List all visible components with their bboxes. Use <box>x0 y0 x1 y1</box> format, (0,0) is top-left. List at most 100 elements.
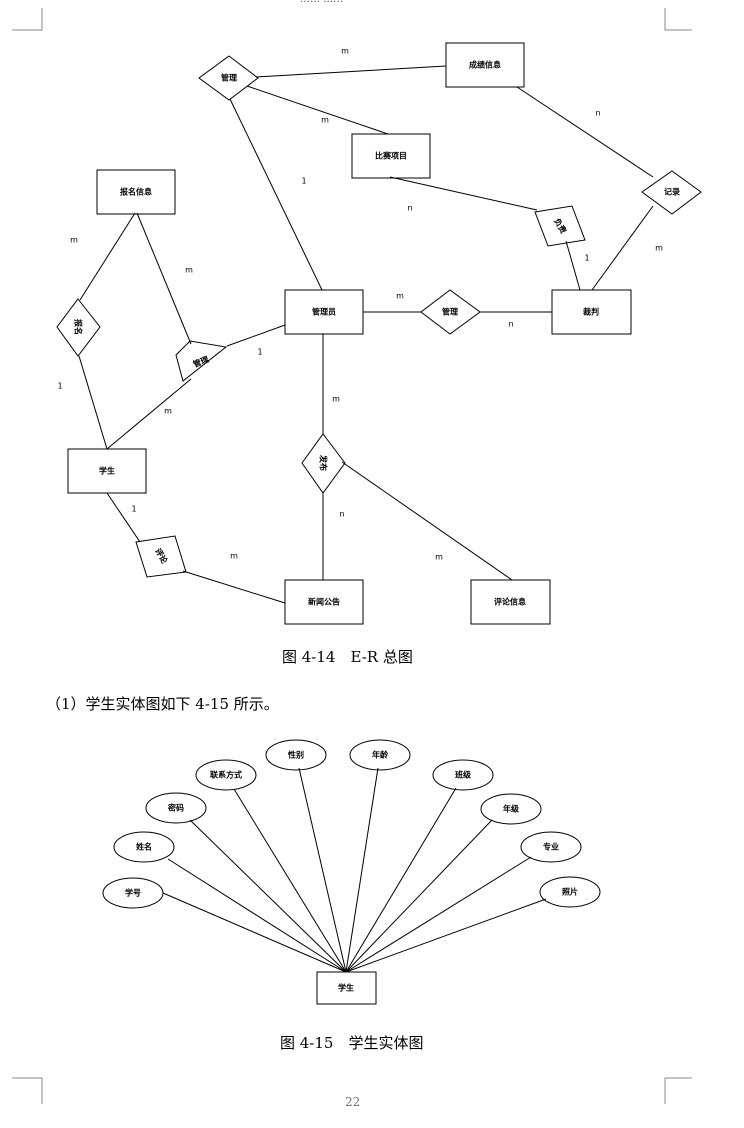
er-line <box>182 570 286 604</box>
diamond-manage-mid <box>420 289 481 335</box>
entity-registration-info: 报名信息 <box>120 187 152 197</box>
student-entity-diagram <box>102 739 601 1005</box>
er-diagram <box>56 42 702 625</box>
cardinality-label: m <box>396 292 404 301</box>
er-line <box>516 86 654 178</box>
attr-age: 年龄 <box>372 750 389 760</box>
entity-referee: 裁判 <box>583 307 599 317</box>
cardinality-label: m <box>185 266 193 275</box>
attr-line <box>167 858 347 973</box>
cardinality-label: 1 <box>257 348 262 357</box>
entity-box-comment-info <box>470 579 551 625</box>
er-line <box>226 324 286 347</box>
student-entity-label: 学生 <box>338 983 354 993</box>
cardinality-label: n <box>508 320 513 329</box>
er-line <box>79 212 136 301</box>
attr-gender: 性别 <box>288 750 304 760</box>
cardinality-label: 1 <box>57 382 62 391</box>
body-paragraph: （1）学生实体图如下 4-15 所示。 <box>46 695 279 713</box>
attr-ellipse-age <box>349 739 411 771</box>
entity-administrator: 管理员 <box>312 307 336 317</box>
er-line <box>136 212 192 345</box>
entity-box-score-info <box>445 42 525 88</box>
er-line <box>341 461 513 581</box>
cardinality-label: 1 <box>131 505 136 514</box>
entity-comment-info: 评论信息 <box>494 597 526 607</box>
crop-mark-bottom-right <box>664 1077 692 1104</box>
diamond-register <box>56 298 101 357</box>
cardinality-label: m <box>321 116 329 125</box>
rel-comment: 评论 <box>153 546 170 566</box>
attr-ellipse-password <box>145 792 207 824</box>
rel-publish: 发布 <box>319 454 329 471</box>
attr-grade: 年级 <box>503 804 520 814</box>
cardinality-label: n <box>595 109 600 118</box>
diamond-responsible <box>534 205 586 247</box>
attr-line <box>162 892 347 973</box>
er-line <box>78 355 108 450</box>
attr-line <box>345 767 379 973</box>
crop-mark-bottom-left <box>12 1077 43 1104</box>
entity-box-registration-info <box>96 169 176 215</box>
attr-contact: 联系方式 <box>210 770 242 780</box>
rel-responsible: 负责 <box>552 216 569 235</box>
attr-ellipse-student-no <box>102 877 164 909</box>
figure-caption-4-14: 图 4-14 E-R 总图 <box>282 648 413 666</box>
figure-caption-4-15: 图 4-15 学生实体图 <box>280 1034 424 1052</box>
page-number: 22 <box>345 1095 361 1109</box>
attr-ellipse-contact <box>195 759 257 791</box>
entity-competition-item: 比赛项目 <box>375 151 407 161</box>
rel-manage-mid: 管理 <box>442 307 458 317</box>
attr-line <box>345 787 457 973</box>
attr-ellipse-class <box>432 759 494 791</box>
er-line <box>389 176 538 211</box>
attr-line <box>233 788 347 973</box>
attr-line <box>345 856 532 973</box>
er-line <box>591 205 654 291</box>
cardinality-label: m <box>230 552 238 561</box>
attr-major: 专业 <box>543 842 559 852</box>
attr-line <box>298 767 347 973</box>
er-line <box>229 98 323 291</box>
er-line <box>246 85 389 135</box>
er-line <box>106 378 192 450</box>
student-entity-box <box>316 971 377 1005</box>
attr-class: 班级 <box>455 770 472 780</box>
entity-news: 新闻公告 <box>308 597 340 607</box>
rel-manage-left: 管理 <box>192 354 211 369</box>
entity-score-info: 成绩信息 <box>469 60 501 70</box>
attr-line <box>345 819 493 973</box>
attr-ellipse-name <box>113 831 175 863</box>
er-line <box>565 240 581 291</box>
crop-marks <box>12 8 692 1104</box>
cardinality-label: m <box>164 407 172 416</box>
rel-register: 报名 <box>74 319 84 335</box>
attr-password: 密码 <box>167 803 184 813</box>
crop-mark-top-right <box>664 8 692 31</box>
header-fragment: …… …… <box>300 0 343 5</box>
cardinality-label: 1 <box>301 177 306 186</box>
attr-line <box>345 898 547 973</box>
rel-manage-top: 管理 <box>221 73 237 83</box>
diamond-publish <box>301 433 346 494</box>
crop-mark-top-left <box>12 8 43 31</box>
cardinality-label: n <box>407 204 412 213</box>
entity-box-news <box>284 579 364 625</box>
attr-ellipse-photo <box>539 876 601 908</box>
cardinality-label: m <box>655 244 663 253</box>
entity-box-student <box>67 448 147 494</box>
cardinality-label: n <box>339 510 344 519</box>
diamond-manage-top <box>198 55 259 101</box>
entity-box-referee <box>551 289 632 335</box>
entity-box-competition-item <box>351 133 431 179</box>
attr-name: 姓名 <box>135 842 152 852</box>
entity-box-administrator <box>284 289 364 335</box>
diamond-manage-left <box>175 340 228 382</box>
er-line <box>106 492 141 543</box>
cardinality-label: m <box>332 395 340 404</box>
rel-record: 记录 <box>664 187 680 197</box>
diamond-record <box>641 170 702 215</box>
attr-line <box>189 819 347 973</box>
